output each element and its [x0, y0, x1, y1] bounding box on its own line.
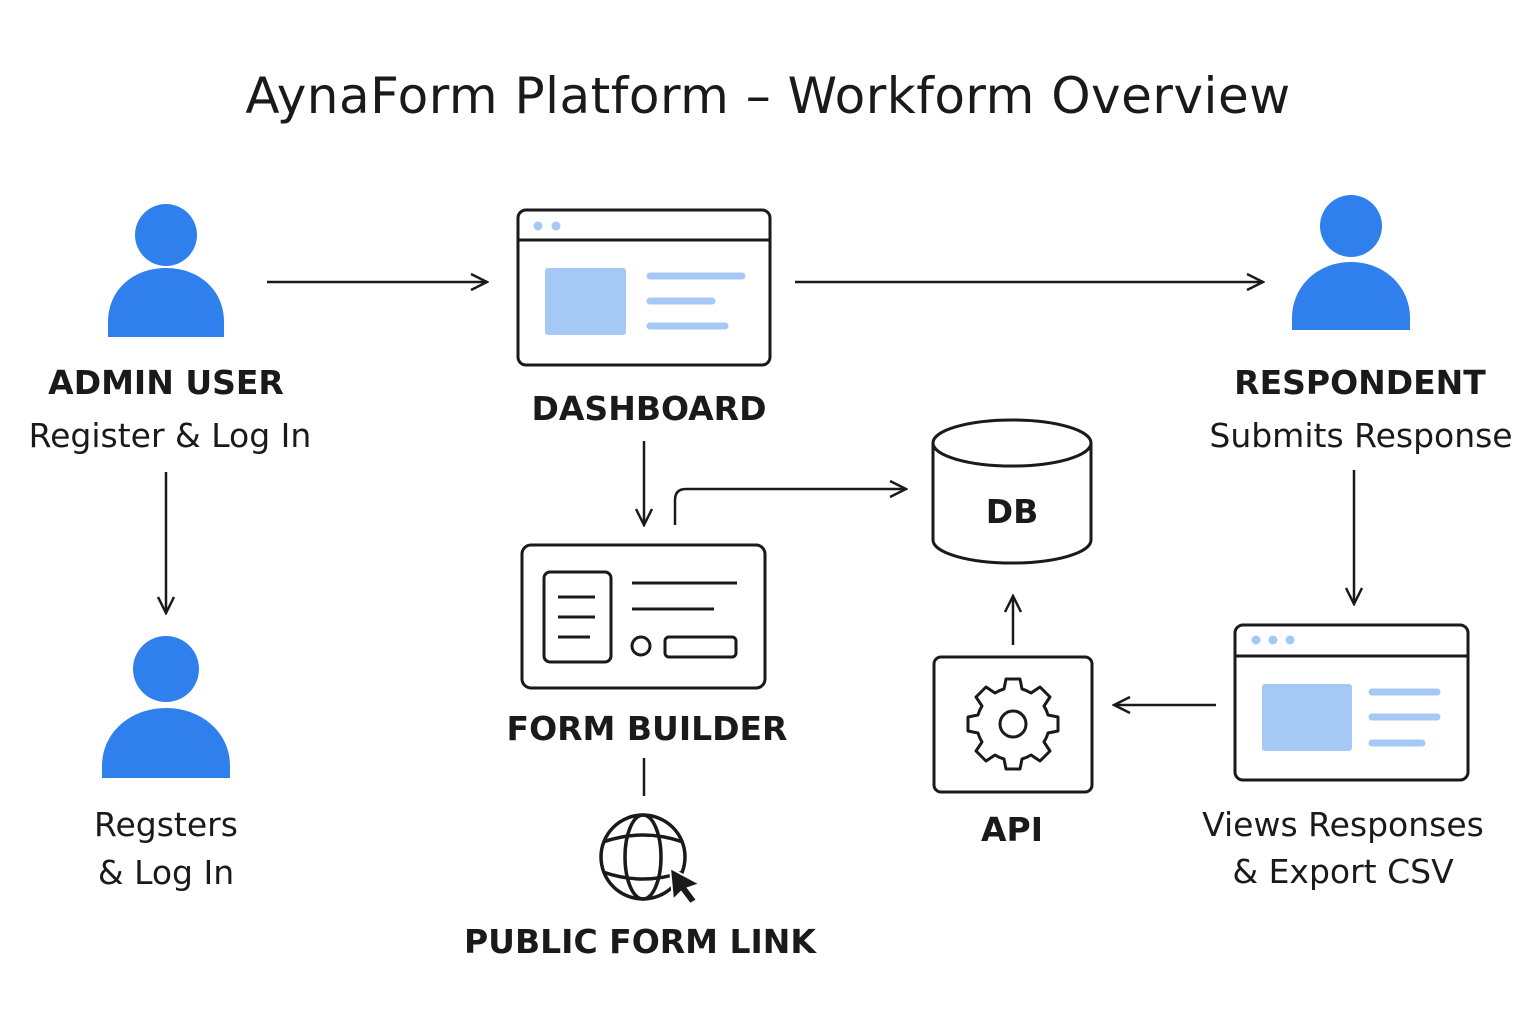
dashboard-label: DASHBOARD	[531, 389, 767, 428]
dashboard-window-icon	[516, 208, 772, 367]
db-label: DB	[985, 492, 1039, 531]
form-builder-icon	[520, 543, 767, 690]
respondent-user-icon	[1292, 195, 1410, 330]
views-label-line2: & Export CSV	[1232, 852, 1454, 891]
arrow-form-builder-to-db	[673, 489, 906, 525]
views-label-line1: Views Responses	[1202, 805, 1484, 844]
public-form-link-label: PUBLIC FORM LINK	[464, 922, 816, 961]
gear-icon	[966, 677, 1060, 771]
diagram-title: AynaForm Platform – Workform Overview	[245, 67, 1291, 125]
form-builder-label: FORM BUILDER	[506, 709, 788, 748]
admin-user-sublabel: Register & Log In	[28, 416, 312, 455]
registers-label-line2: & Log In	[97, 853, 235, 892]
respondent-label: RESPONDENT	[1234, 363, 1486, 402]
database-icon	[931, 418, 1093, 565]
api-label: API	[980, 810, 1043, 849]
admin-user-icon	[108, 204, 224, 337]
registers-user-icon	[102, 636, 230, 778]
respondent-sublabel: Submits Response	[1209, 416, 1513, 455]
views-window-icon	[1233, 623, 1470, 782]
api-box	[932, 655, 1094, 794]
connectors	[166, 282, 1354, 796]
admin-user-label: ADMIN USER	[48, 363, 284, 402]
registers-label-line1: Regsters	[94, 805, 238, 844]
globe-cursor-icon	[599, 813, 703, 906]
